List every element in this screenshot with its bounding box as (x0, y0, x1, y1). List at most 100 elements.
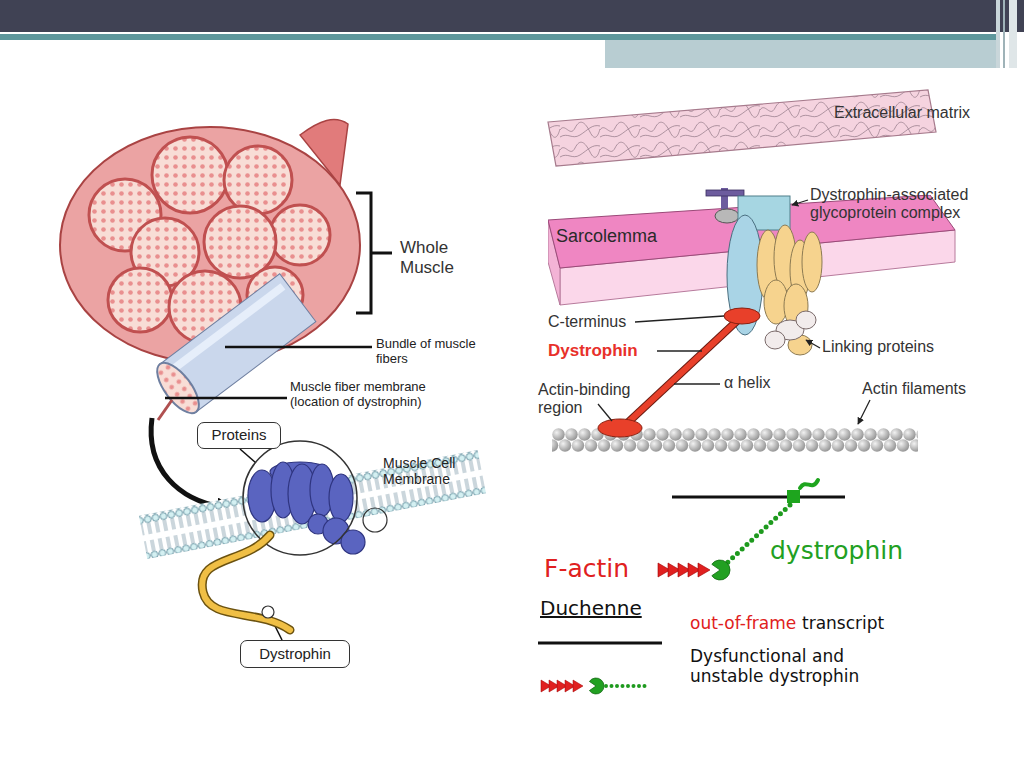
whole-muscle-bracket (356, 193, 392, 313)
glycoprotein-complex (715, 209, 739, 223)
glycoprotein-label: Dystrophin-associated glycoprotein compl… (810, 186, 1005, 223)
protein-box: Proteins (197, 422, 281, 449)
dystrophin-label: Dystrophin (548, 341, 638, 361)
header-bar (996, 0, 1000, 68)
truncated-dystrophin-icon (541, 678, 650, 694)
cell-membrane-label: Muscle Cell Membrane (383, 455, 483, 487)
frame-label: out-of-frame (690, 614, 796, 634)
glycoprotein-complex (738, 196, 790, 230)
schematic-protein-label: dystrophin (770, 537, 903, 566)
header-bar (1003, 0, 1005, 68)
leader-line (657, 350, 702, 351)
whole-muscle (224, 146, 292, 214)
linking-proteins (757, 225, 822, 355)
dystrophin-rod (622, 320, 738, 428)
lipid-bilayer (139, 450, 486, 559)
truncated-dystrophin-icon (557, 680, 567, 692)
actin-binding-schematic (658, 563, 710, 577)
truncated-dystrophin-icon (573, 680, 583, 692)
whole-muscle (270, 205, 330, 265)
transcript-label: transcript (802, 614, 884, 634)
dystrophin-strand (262, 606, 274, 618)
dystrophin-rod (598, 419, 642, 437)
matrix-label: Extracellular matrix (834, 104, 970, 122)
linking-proteins (765, 331, 785, 349)
membrane-proteins (329, 474, 353, 522)
muscle-bundle (169, 283, 286, 374)
membrane-callout-circle (363, 508, 387, 532)
leader-line (598, 404, 612, 421)
disease-label: Duchenne (540, 597, 642, 620)
actin-binding-schematic (672, 496, 845, 499)
linking-proteins (784, 284, 808, 328)
box-label: Dystrophin (259, 646, 331, 663)
leader-line (240, 449, 256, 463)
leader-line (598, 200, 870, 424)
leader-line (792, 200, 808, 205)
actin-binding-schematic (712, 560, 730, 580)
whole-muscle-label: Whole Muscle (400, 238, 470, 277)
linking-proteins (776, 320, 804, 340)
linking-proteins (774, 225, 796, 291)
header-bar (0, 0, 1024, 32)
actin-binding-schematic (668, 563, 680, 577)
dystrophin-strand (202, 535, 290, 630)
dystrophin-box: Dystrophin (240, 640, 350, 668)
linking-proteins (790, 240, 810, 300)
actin-binding-schematic (787, 490, 800, 503)
header-bar (0, 0, 1024, 68)
whole-muscle (108, 268, 172, 332)
dystrophin-rod (622, 320, 738, 428)
actin-label: Actin filaments (862, 380, 966, 398)
dystrophin-strand (202, 535, 290, 630)
whole-muscle (300, 120, 348, 185)
glycoprotein-complex (706, 190, 744, 196)
band-label: Sarcolemma (556, 227, 657, 247)
extracellular-matrix (548, 90, 936, 166)
dystrophin-strand (202, 535, 290, 630)
truncated-dystrophin-icon (549, 680, 559, 692)
divider-line (538, 642, 662, 645)
header-bar (1009, 0, 1017, 68)
truncated-dystrophin-icon (541, 680, 583, 692)
truncated-dystrophin-icon (589, 678, 604, 694)
dystrophin-rod (724, 308, 760, 324)
helix-label: α helix (724, 374, 771, 392)
header-bar (0, 34, 1000, 40)
linking-proteins (796, 311, 816, 329)
leader-line (674, 383, 720, 384)
actin-binding-schematic (678, 563, 690, 577)
linking-proteins (802, 232, 822, 292)
actin-filament (552, 428, 918, 452)
muscle-fiber (158, 400, 172, 420)
leader-line (806, 340, 820, 348)
actin-binding-schematic (698, 563, 710, 577)
consequence-label: Dysfunctional and unstable dystrophin (690, 647, 905, 686)
glycoprotein-complex (727, 215, 763, 335)
magnifier-circle (243, 441, 357, 555)
leader-line (635, 316, 724, 322)
linking-proteins (764, 280, 788, 324)
truncated-dystrophin-icon (606, 684, 650, 688)
whole-muscle (152, 137, 228, 213)
actin-binding-schematic (800, 480, 818, 488)
actin-binding-schematic (658, 563, 670, 577)
header-bar (605, 40, 997, 68)
leader-line (225, 346, 372, 349)
leader-line (165, 397, 287, 400)
membrane-location-label: Muscle fiber membrane (location of dystr… (290, 380, 460, 410)
lipid-bilayer (139, 450, 486, 559)
truncated-dystrophin-icon (541, 680, 551, 692)
leader-line (858, 400, 870, 424)
glycoprotein-complex (721, 188, 728, 213)
bundle-label: Bundle of muscle fibers (376, 337, 476, 367)
schematic-actin-label: F-actin (544, 555, 629, 584)
actin-binding-schematic (688, 563, 700, 577)
muscle-bundle (150, 356, 207, 420)
binding-region-label: Actin-binding region (538, 381, 648, 418)
linking-label: Linking proteins (822, 338, 934, 356)
linking-proteins (788, 335, 812, 355)
glycoprotein-complex (706, 188, 790, 335)
